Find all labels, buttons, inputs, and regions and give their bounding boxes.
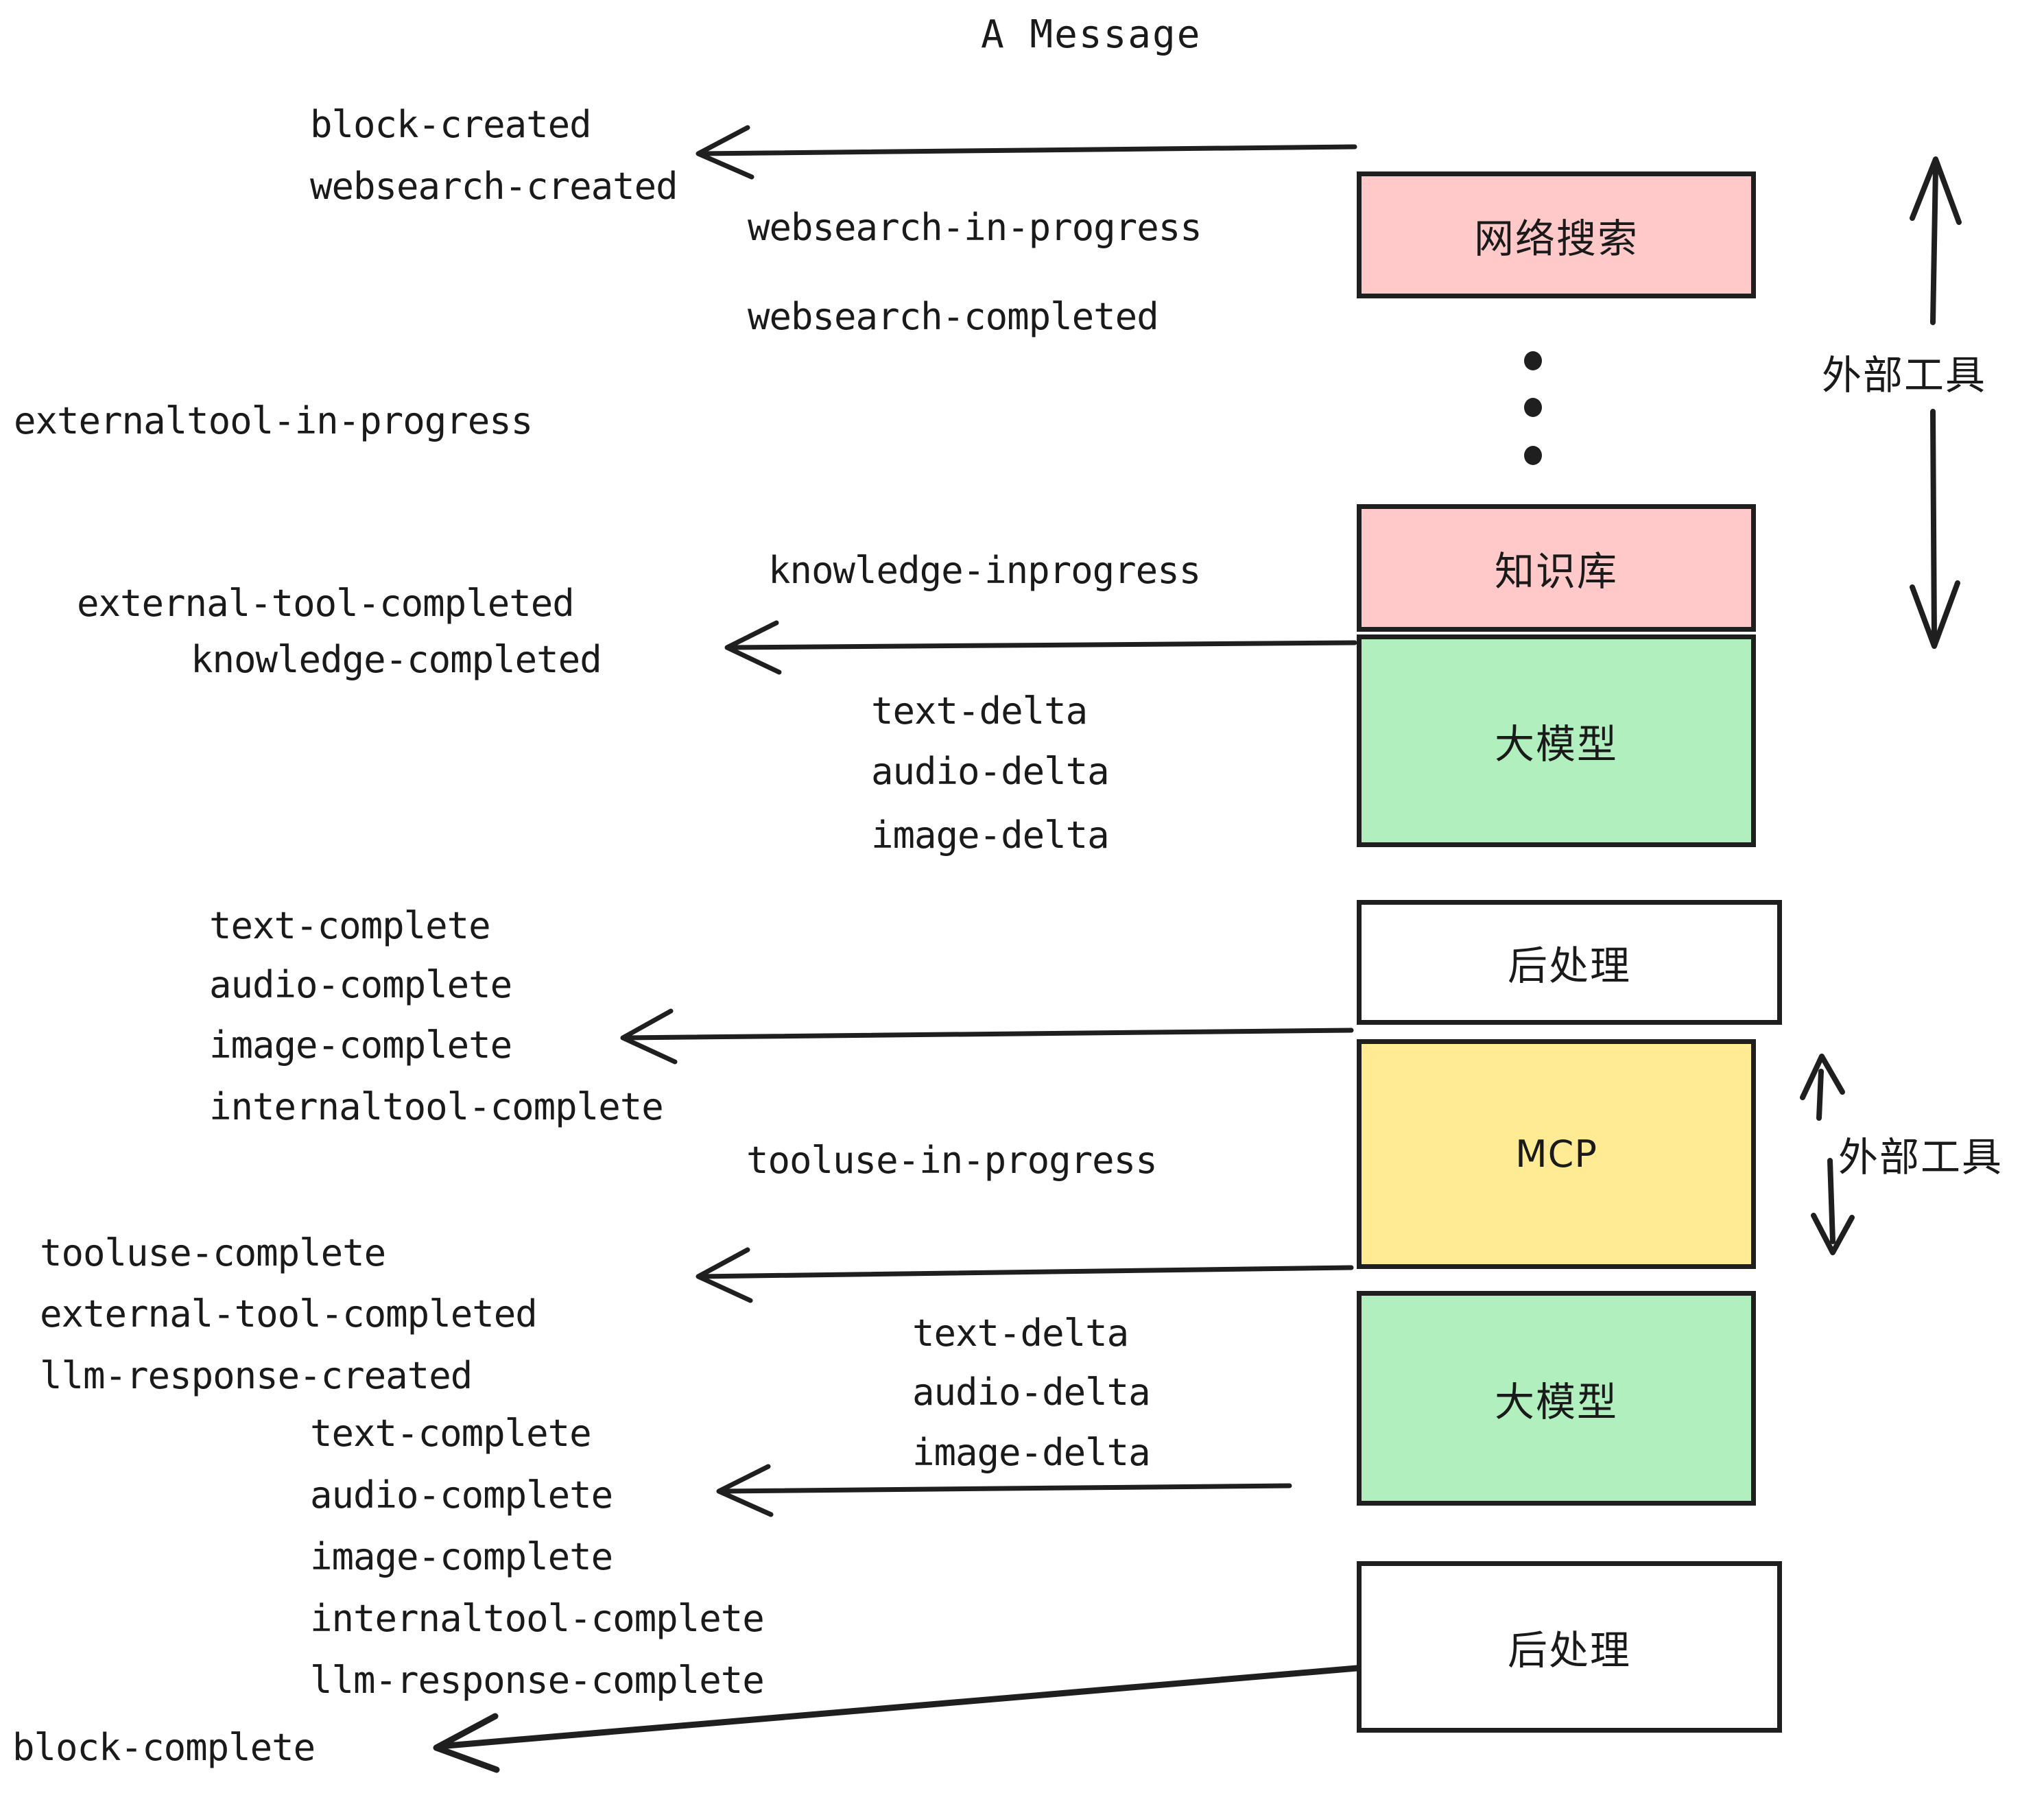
box-postprocess-first[interactable]: 后处理	[1357, 900, 1782, 1025]
arrow-knowledge-to-completed	[724, 620, 1357, 675]
event-websearch-completed: websearch-completed	[748, 295, 1159, 338]
box-llm-second[interactable]: 大模型	[1357, 1291, 1756, 1506]
box-knowledge[interactable]: 知识库	[1357, 504, 1756, 632]
label-external-tools-bottom: 外部工具	[1838, 1134, 2004, 1180]
event-externaltool-in-progress: externaltool-in-progress	[14, 399, 533, 442]
event-internaltool-complete-1: internaltool-complete	[209, 1085, 664, 1128]
event-block-complete: block-complete	[12, 1726, 316, 1769]
event-external-tool-completed-1: external-tool-completed	[77, 582, 575, 625]
event-internaltool-complete-2: internaltool-complete	[310, 1597, 765, 1640]
event-llm-response-complete: llm-response-complete	[310, 1659, 765, 1702]
box-mcp[interactable]: MCP	[1357, 1039, 1756, 1269]
event-text-delta-1: text-delta	[871, 689, 1088, 733]
label-external-tools-top: 外部工具	[1822, 352, 1987, 399]
event-block-created: block-created	[310, 103, 592, 146]
event-audio-delta-2: audio-delta	[912, 1370, 1151, 1414]
box-websearch[interactable]: 网络搜索	[1357, 171, 1756, 298]
event-audio-complete-2: audio-complete	[310, 1473, 613, 1517]
box-postprocess-second[interactable]: 后处理	[1357, 1561, 1782, 1733]
ellipsis-dot	[1524, 398, 1542, 417]
box-websearch-label: 网络搜索	[1473, 215, 1639, 262]
event-image-delta-2: image-delta	[912, 1431, 1151, 1474]
box-llm-first[interactable]: 大模型	[1357, 634, 1756, 847]
box-llm-second-label: 大模型	[1494, 1378, 1618, 1425]
arrow-mcp-to-tooluse-complete	[696, 1247, 1354, 1303]
arrow-external-tools-top	[1910, 156, 1962, 649]
event-knowledge-completed: knowledge-completed	[191, 638, 602, 681]
event-text-complete-2: text-complete	[310, 1412, 592, 1455]
box-postprocess-first-label: 后处理	[1507, 942, 1631, 989]
event-websearch-in-progress: websearch-in-progress	[748, 206, 1202, 249]
event-tooluse-in-progress: tooluse-in-progress	[746, 1139, 1158, 1182]
box-knowledge-label: 知识库	[1494, 548, 1618, 595]
event-image-delta-1: image-delta	[871, 814, 1110, 857]
event-llm-response-created: llm-response-created	[40, 1354, 473, 1397]
box-postprocess-second-label: 后处理	[1507, 1627, 1631, 1674]
event-external-tool-completed-2: external-tool-completed	[40, 1292, 538, 1336]
event-websearch-created: websearch-created	[310, 165, 678, 208]
event-audio-delta-1: audio-delta	[871, 750, 1110, 793]
page-title: A Message	[981, 12, 1202, 57]
event-knowledge-inprogress: knowledge-inprogress	[768, 549, 1201, 592]
event-tooluse-complete: tooluse-complete	[40, 1231, 386, 1274]
event-image-complete-1: image-complete	[209, 1023, 512, 1067]
event-text-delta-2: text-delta	[912, 1312, 1129, 1355]
arrow-websearch-to-created	[696, 125, 1357, 180]
ellipsis-dot	[1524, 351, 1542, 370]
box-llm-first-label: 大模型	[1494, 721, 1618, 768]
event-audio-complete-1: audio-complete	[209, 963, 512, 1006]
event-image-complete-2: image-complete	[310, 1535, 613, 1578]
box-mcp-label: MCP	[1515, 1132, 1597, 1176]
arrow-postprocess-to-image-complete	[620, 1008, 1354, 1065]
ellipsis-dot	[1524, 446, 1542, 465]
event-text-complete-1: text-complete	[209, 904, 491, 947]
